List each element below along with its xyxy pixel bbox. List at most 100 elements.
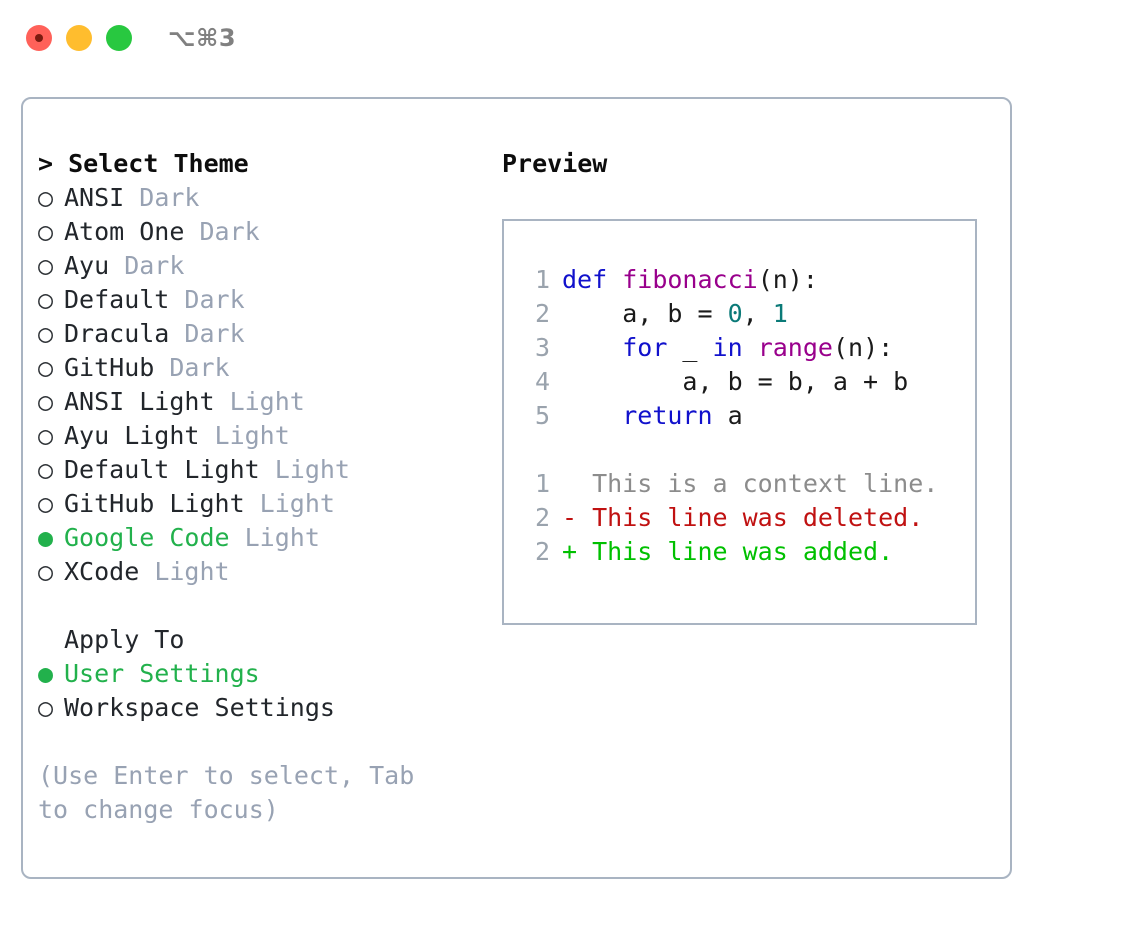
apply-to-options[interactable]: ● User Settings ○ Workspace Settings	[38, 657, 488, 725]
theme-option-kind: Dark	[169, 285, 245, 314]
radio-unselected-icon: ○	[38, 489, 54, 518]
theme-option-kind: Dark	[124, 183, 200, 212]
code-line: 3 for _ in range(n):	[522, 331, 975, 365]
apply-to-option-user-settings[interactable]: ● User Settings	[38, 657, 488, 691]
apply-to-heading: Apply To	[64, 625, 185, 654]
radio-unselected-icon: ○	[38, 455, 54, 484]
keyboard-shortcut-label: ⌥⌘3	[168, 24, 237, 52]
minimize-button[interactable]	[66, 25, 92, 51]
window-controls	[26, 25, 132, 51]
line-number: 2	[534, 299, 550, 328]
radio-unselected-icon: ○	[38, 285, 54, 314]
theme-option-name: GitHub	[64, 353, 155, 382]
diff-sign: +	[562, 537, 578, 566]
theme-option-kind: Light	[199, 421, 290, 450]
code-line: 5 return a	[522, 399, 975, 433]
line-number: 2	[534, 537, 550, 566]
theme-option-name: GitHub Light	[64, 489, 245, 518]
radio-unselected-icon: ○	[38, 217, 54, 246]
code-token-kw: return	[622, 401, 713, 430]
theme-option-kind: Light	[244, 489, 335, 518]
theme-option-ayu-light[interactable]: ○ Ayu Light Light	[38, 419, 488, 453]
code-token-txt	[607, 265, 622, 294]
theme-option-name: Ayu Light	[64, 421, 200, 450]
theme-option-dracula[interactable]: ○ Dracula Dark	[38, 317, 488, 351]
diff-line-add: 2 + This line was added.	[522, 535, 975, 569]
keyboard-hint: (Use Enter to select, Tab to change focu…	[38, 761, 430, 824]
theme-option-default-light[interactable]: ○ Default Light Light	[38, 453, 488, 487]
theme-option-name: Google Code	[64, 523, 230, 552]
main-panel: > Select Theme ○ANSI Dark○Atom One Dark○…	[21, 97, 1012, 879]
theme-option-name: Default	[64, 285, 170, 314]
theme-option-google-code[interactable]: ● Google Code Light	[38, 521, 488, 555]
theme-option-github[interactable]: ○ GitHub Dark	[38, 351, 488, 385]
title-bar: ⌥⌘3	[0, 0, 1140, 78]
apply-to-option-workspace-settings[interactable]: ○ Workspace Settings	[38, 691, 488, 725]
radio-selected-icon: ●	[38, 659, 54, 688]
diff-text: This line was added.	[577, 537, 894, 566]
code-token-txt: ,	[742, 299, 773, 328]
code-token-kw: in	[712, 333, 743, 362]
theme-selector-column: > Select Theme ○ANSI Dark○Atom One Dark○…	[38, 147, 488, 827]
line-number: 5	[534, 401, 550, 430]
code-token-txt	[562, 401, 622, 430]
radio-unselected-icon: ○	[38, 693, 54, 722]
section-spacer	[38, 589, 488, 623]
line-number: 1	[534, 265, 550, 294]
theme-option-github-light[interactable]: ○ GitHub Light Light	[38, 487, 488, 521]
theme-option-kind: Light	[214, 387, 305, 416]
close-button[interactable]	[26, 25, 52, 51]
radio-unselected-icon: ○	[38, 251, 54, 280]
theme-option-ansi-light[interactable]: ○ ANSI Light Light	[38, 385, 488, 419]
theme-option-name: ANSI Light	[64, 387, 215, 416]
code-token-fn: range	[757, 333, 833, 362]
code-token-kw: def	[562, 265, 608, 294]
diff-line-ctx: 1 This is a context line.	[522, 467, 975, 501]
code-token-txt: a, b = b, a + b	[562, 367, 909, 396]
theme-option-kind: Dark	[184, 217, 260, 246]
theme-option-xcode[interactable]: ○XCode Light	[38, 555, 488, 589]
apply-to-option-label: User Settings	[64, 659, 260, 688]
diff-line-del: 2- This line was deleted.	[522, 501, 975, 535]
theme-option-kind: Dark	[169, 319, 245, 348]
theme-option-ansi[interactable]: ○ANSI Dark	[38, 181, 488, 215]
diff-sign	[562, 469, 577, 498]
radio-unselected-icon: ○	[38, 421, 54, 450]
code-token-txt	[562, 333, 622, 362]
diff-text: This is a context line.	[577, 469, 939, 498]
theme-option-default[interactable]: ○ Default Dark	[38, 283, 488, 317]
code-line: 4 a, b = b, a + b	[522, 365, 975, 399]
code-token-fn: fibonacci	[622, 265, 758, 294]
code-token-punc: (n):	[757, 265, 818, 294]
radio-unselected-icon: ○	[38, 353, 54, 382]
code-token-num: 1	[772, 299, 788, 328]
radio-unselected-icon: ○	[38, 319, 54, 348]
radio-selected-icon: ●	[38, 523, 54, 552]
diff-text: This line was deleted.	[577, 503, 924, 532]
code-token-punc: (n):	[832, 333, 894, 362]
code-token-txt: a	[712, 401, 743, 430]
theme-option-atom-one[interactable]: ○Atom One Dark	[38, 215, 488, 249]
theme-option-kind: Dark	[109, 251, 185, 280]
theme-list-heading: > Select Theme	[38, 149, 249, 178]
theme-option-name: Ayu	[64, 251, 110, 280]
line-number: 2	[534, 503, 550, 532]
theme-option-name: Default Light	[64, 455, 260, 484]
theme-option-ayu[interactable]: ○ Ayu Dark	[38, 249, 488, 283]
theme-option-name: ANSI	[64, 183, 125, 212]
code-token-txt	[743, 333, 758, 362]
line-number: 3	[534, 333, 550, 362]
maximize-button[interactable]	[106, 25, 132, 51]
apply-to-option-label: Workspace Settings	[64, 693, 335, 722]
diff-sign: -	[562, 503, 578, 532]
theme-list[interactable]: ○ANSI Dark○Atom One Dark○Ayu Dark○Defaul…	[38, 181, 488, 589]
theme-option-kind: Light	[259, 455, 350, 484]
theme-option-kind: Dark	[154, 353, 230, 382]
code-token-txt: _	[667, 333, 713, 362]
theme-option-name: Dracula	[64, 319, 170, 348]
radio-unselected-icon: ○	[38, 387, 54, 416]
theme-option-kind: Light	[229, 523, 320, 552]
